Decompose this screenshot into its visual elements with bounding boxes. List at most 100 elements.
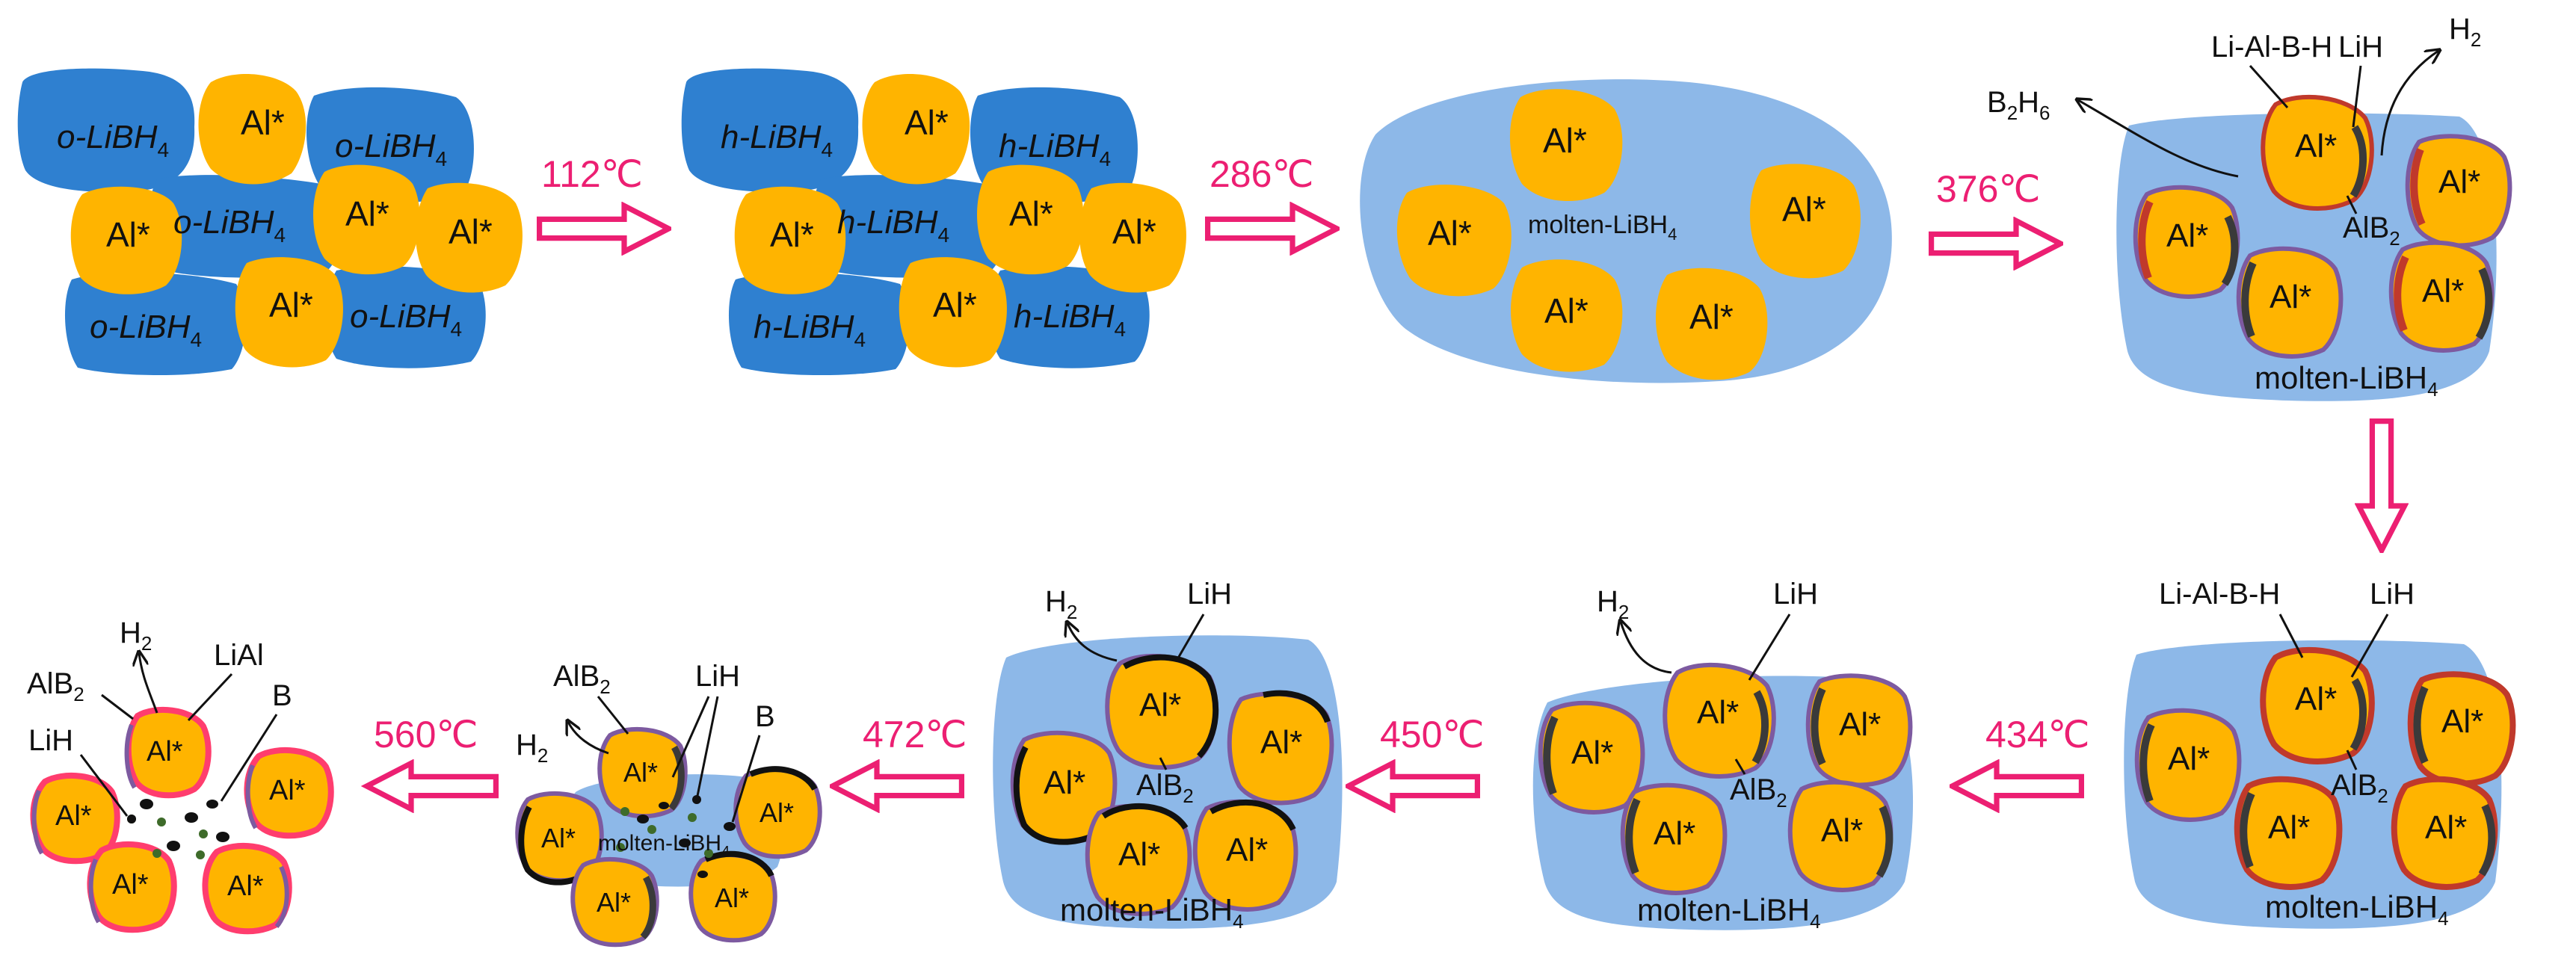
panel-2-hexagonal: Al* Al* Al* Al* Al* h-LiBH4 h-LiBH4 h-Li… <box>681 68 1186 376</box>
al-label: Al* <box>2422 273 2464 309</box>
al-label: Al* <box>905 103 949 142</box>
temperature-560: 560℃ <box>374 714 478 755</box>
alb2-shell <box>124 723 137 789</box>
al-particle <box>2405 134 2512 248</box>
li-al-b-h-shell <box>2138 200 2154 279</box>
panel-1-orthorhombic: Al* Al* Al* Al* Al* o-LiBH4 o-LiBH4 o-Li… <box>17 68 523 376</box>
lial-leader-line <box>187 673 233 722</box>
al-label: Al* <box>2295 681 2337 717</box>
al-particle <box>899 257 1007 368</box>
al-label: Al* <box>2268 809 2310 846</box>
al-label: Al* <box>1782 190 1826 229</box>
al-particle <box>2388 240 2495 353</box>
al-particle <box>597 726 688 819</box>
lih-shell <box>1625 797 1641 874</box>
al-label: Al* <box>597 887 631 918</box>
lih-label: LiH <box>28 724 73 757</box>
al-label: Al* <box>1009 194 1053 233</box>
lih-shell <box>2221 214 2239 286</box>
al-particle <box>2236 246 2344 359</box>
alb2-leader-line <box>597 696 629 735</box>
lih-shell <box>1263 690 1331 723</box>
h-libh4-label: h-LiBH4 <box>837 204 949 247</box>
process-arrow-right <box>1208 205 1337 251</box>
al-label: Al* <box>449 212 493 251</box>
al-particle <box>415 182 523 293</box>
al-particle <box>1787 779 1894 892</box>
h2-release-arrow <box>139 653 158 714</box>
molten-libh4-label: molten-LiBH4 <box>1060 892 1244 933</box>
b-dot <box>637 815 649 823</box>
panel-6-450: Al* Al* Al* Al* Al* AlB2 molten-LiBH4 Li… <box>1532 578 1914 933</box>
alb2-leader-line <box>1734 758 1746 775</box>
temperature-376: 376℃ <box>1936 168 2041 210</box>
h2-label: H2 <box>516 729 548 767</box>
al-label: Al* <box>1112 212 1156 251</box>
al-label: Al* <box>1544 291 1589 330</box>
h2-release-arrow <box>568 722 609 755</box>
li-al-b-h-shell <box>2394 255 2409 332</box>
al-label: Al* <box>1821 812 1863 849</box>
al-label: Al* <box>55 800 92 832</box>
b-label: B <box>755 700 775 733</box>
lih-label: LiH <box>2338 31 2383 64</box>
al-label: Al* <box>1571 735 1613 771</box>
al-particle <box>1656 268 1768 380</box>
b-dot <box>724 822 736 831</box>
lih-shell <box>2241 261 2257 338</box>
lih-leader-line <box>671 696 710 778</box>
lih-leader-line <box>1175 614 1205 661</box>
o-libh4-label: o-LiBH4 <box>350 298 462 341</box>
al-label: Al* <box>1689 297 1734 336</box>
al-particle <box>1750 164 1861 279</box>
lih-shell <box>1811 687 1826 766</box>
lih-pointer <box>692 795 701 804</box>
lih-dot <box>704 849 713 858</box>
b-leader-line <box>731 735 761 823</box>
al-label: Al* <box>933 285 977 324</box>
b-leader-line <box>220 714 278 802</box>
al-label: Al* <box>541 823 576 853</box>
alb2-leader-line <box>2346 195 2358 214</box>
lih-shell <box>1876 805 1894 878</box>
al-particle <box>125 706 212 799</box>
panel-7-472: Al* Al* Al* Al* Al* AlB2 molten-LiBH4 Li… <box>993 578 1343 933</box>
lih-dot <box>196 850 205 859</box>
o-libh4-label: o-LiBH4 <box>57 119 169 161</box>
alb2-leader-line <box>1159 757 1168 770</box>
li-al-b-h-leader-line <box>2278 614 2304 658</box>
lih-leader-line <box>2352 65 2362 128</box>
al-particle <box>734 186 846 294</box>
temperature-112: 112℃ <box>541 153 643 195</box>
lih-leader-line <box>2350 614 2389 678</box>
panel-9-final-products: Al* Al* Al* Al* Al* H2 AlB2 LiAl B LiH <box>27 616 334 935</box>
panel-3-molten: Al* Al* Al* Al* Al* molten-LiBH4 <box>1360 79 1892 383</box>
h-libh4-label: h-LiBH4 <box>721 119 833 161</box>
lih-shell <box>2349 125 2367 198</box>
h2-release-arrow <box>1621 622 1672 674</box>
alb2-shell <box>31 789 44 855</box>
li-al-b-h-label: Li-Al-B-H <box>2159 578 2280 611</box>
h-libh4-label: h-LiBH4 <box>754 309 866 351</box>
lih-pointer <box>127 815 136 823</box>
o-libh4-grain-3 <box>149 175 342 278</box>
al-particle <box>2261 94 2374 211</box>
process-arrow-left <box>1349 763 1478 809</box>
al-particle <box>70 186 182 294</box>
al-label: Al* <box>770 215 814 254</box>
alb2-label: AlB2 <box>1136 769 1194 807</box>
lih-shell <box>640 875 656 939</box>
al-label: Al* <box>623 757 658 788</box>
o-libh4-label: o-LiBH4 <box>173 204 286 247</box>
al-particle <box>2391 776 2498 890</box>
al-label: Al* <box>1118 836 1160 873</box>
li-al-b-h-leader-line <box>2249 65 2289 108</box>
al-label: Al* <box>1226 832 1268 868</box>
al-label: Al* <box>147 736 183 767</box>
lih-leader-line <box>695 696 719 800</box>
al-label: Al* <box>1139 687 1181 723</box>
panel-5-434: Al* Al* Al* Al* Al* AlB2 molten-LiBH4 Li… <box>2124 578 2516 930</box>
b-dot <box>679 838 691 847</box>
al-particle <box>1396 185 1512 297</box>
al-label: Al* <box>106 215 150 254</box>
